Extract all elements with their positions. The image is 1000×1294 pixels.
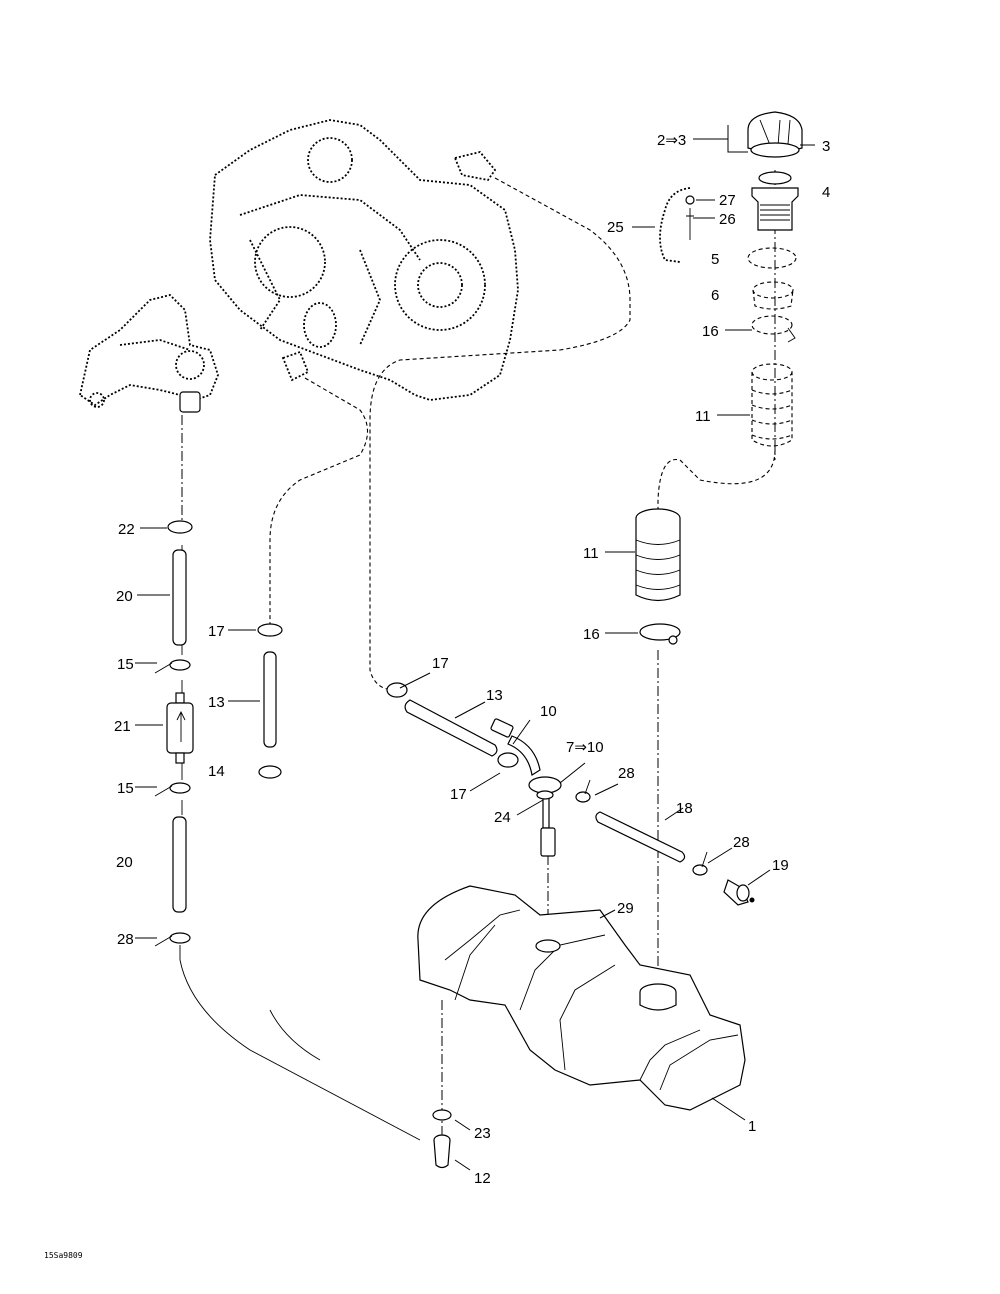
callout-15-lower: 15 xyxy=(117,780,134,797)
fuel-line-upper xyxy=(172,549,187,646)
rivet xyxy=(686,208,694,240)
fuel-line-lower xyxy=(172,816,187,913)
fuel-filter xyxy=(166,692,194,764)
callout-26: 26 xyxy=(719,211,736,228)
callout-21: 21 xyxy=(114,718,131,735)
callout-20-lower: 20 xyxy=(116,854,133,871)
callout-16-lower: 16 xyxy=(583,626,600,643)
callout-labels: 2⇒3 3 4 27 26 25 5 6 16 11 11 16 22 20 1… xyxy=(114,132,830,1187)
leader-lines xyxy=(135,125,815,1171)
callout-1: 1 xyxy=(748,1118,756,1135)
clamp-loose xyxy=(258,765,282,779)
callout-23: 23 xyxy=(474,1125,491,1142)
fuel-pickup-assembly xyxy=(528,776,562,857)
engine-outline xyxy=(209,119,519,401)
clip-mid xyxy=(575,779,591,803)
clamp-upper xyxy=(751,315,796,343)
callout-28-right: 28 xyxy=(733,834,750,851)
callout-29: 29 xyxy=(617,900,634,917)
hose-diagonal xyxy=(404,699,498,757)
callout-10: 10 xyxy=(540,703,557,720)
fuel-tank xyxy=(417,885,746,1111)
callout-17-left: 17 xyxy=(208,623,225,640)
clamp-left xyxy=(257,623,283,637)
clip-left xyxy=(154,932,191,947)
callout-7to10: 7⇒10 xyxy=(566,739,604,756)
callout-19: 19 xyxy=(772,857,789,874)
callout-12: 12 xyxy=(474,1170,491,1187)
hose-route-filler xyxy=(657,449,776,515)
clamp-22 xyxy=(167,520,193,534)
callout-6: 6 xyxy=(711,287,719,304)
pump-outlet-fitting xyxy=(179,391,201,413)
grommet xyxy=(536,790,554,800)
callout-27: 27 xyxy=(719,192,736,209)
clip-right xyxy=(692,851,708,876)
washer xyxy=(685,195,695,205)
callout-24: 24 xyxy=(494,809,511,826)
callout-5: 5 xyxy=(711,251,719,268)
nut xyxy=(752,281,794,310)
callout-4: 4 xyxy=(822,184,830,201)
filler-hose-lower xyxy=(635,508,681,602)
callout-25: 25 xyxy=(607,219,624,236)
callout-18: 18 xyxy=(676,800,693,817)
callout-28-mid: 28 xyxy=(618,765,635,782)
clamp-lower xyxy=(639,623,681,645)
callout-11-upper: 11 xyxy=(695,408,711,425)
vent-hose xyxy=(595,811,686,863)
clip-lower xyxy=(154,782,191,797)
figure-code: 15Sa9809 xyxy=(44,1251,83,1260)
callout-14: 14 xyxy=(208,763,225,780)
callout-2to3: 2⇒3 xyxy=(657,132,686,149)
grommet-bottom xyxy=(432,1109,452,1121)
hose-route-engine-to-left xyxy=(269,377,369,625)
fuel-pickup-elbow xyxy=(490,718,541,776)
engine-fitting-top xyxy=(453,150,497,181)
clamp-center-bottom xyxy=(497,752,519,768)
callout-13-diagonal: 13 xyxy=(486,687,503,704)
gasket xyxy=(747,247,797,269)
callout-22: 22 xyxy=(118,521,135,538)
callout-17-center-bottom: 17 xyxy=(450,786,467,803)
callout-28-left: 28 xyxy=(117,931,134,948)
callout-17-center-top: 17 xyxy=(432,655,449,672)
callout-15-upper: 15 xyxy=(117,656,134,673)
clip-upper xyxy=(154,659,191,674)
drain-fitting xyxy=(433,1134,451,1169)
callout-11-lower: 11 xyxy=(583,545,599,562)
callout-16-upper: 16 xyxy=(702,323,719,340)
engine-fitting-left xyxy=(281,350,310,382)
filler-neck xyxy=(751,171,799,231)
callout-13-vertical: 13 xyxy=(208,694,225,711)
clamp-center-top xyxy=(386,682,408,698)
callout-3: 3 xyxy=(822,138,830,155)
fuel-cap-gasket xyxy=(750,142,800,158)
check-valve xyxy=(723,879,755,906)
fuel-cap xyxy=(747,111,803,153)
line-drain-route xyxy=(179,945,421,1141)
fuel-pump-outline xyxy=(78,294,219,413)
callout-20-upper: 20 xyxy=(116,588,133,605)
hose-route-engine-to-center xyxy=(369,177,631,691)
filler-hose-upper xyxy=(751,363,793,447)
hose-vertical xyxy=(263,651,277,748)
